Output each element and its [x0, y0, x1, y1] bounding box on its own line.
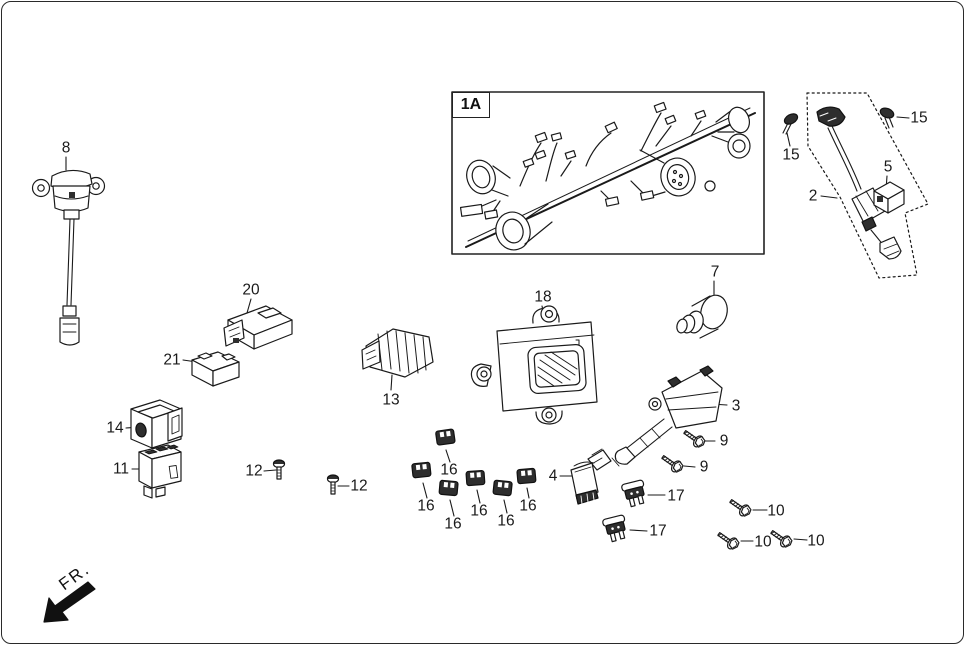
part-label-15: 15 — [910, 109, 928, 127]
part-1A-harness-drawing — [459, 101, 756, 251]
part-11-drawing — [138, 444, 182, 499]
part-7-drawing — [676, 294, 728, 339]
part-16-fuse-4 — [465, 469, 486, 487]
part-label-3: 3 — [731, 397, 741, 415]
part-label-16: 16 — [470, 502, 488, 520]
part-label-15: 15 — [782, 146, 800, 164]
fr-direction-arrow — [43, 581, 96, 623]
part-label-7: 7 — [710, 263, 720, 281]
part-9-bolt-bottom — [658, 451, 686, 476]
part-label-8: 8 — [61, 139, 71, 157]
part-label-13: 13 — [382, 391, 400, 409]
part-18-drawing — [470, 305, 598, 425]
part-10-bolt-right — [767, 526, 795, 551]
kit-dashed-outline — [806, 92, 929, 279]
part-label-5: 5 — [883, 158, 893, 176]
part-4-drawing — [570, 448, 612, 505]
part-label-14: 14 — [106, 419, 124, 437]
part-12-screw-left — [272, 459, 286, 480]
part-label-16: 16 — [440, 461, 458, 479]
part-label-16: 16 — [444, 515, 462, 533]
part-label-16: 16 — [519, 497, 537, 515]
part-label-2: 2 — [808, 187, 818, 205]
part-label-10: 10 — [754, 533, 772, 551]
part-12-screw-right — [326, 474, 340, 495]
part-label-16: 16 — [497, 512, 515, 530]
part-17-fuse-top — [620, 479, 649, 509]
part-label-17: 17 — [667, 487, 685, 505]
part-15-screw-right — [879, 107, 895, 129]
part-15-screw-left — [782, 113, 799, 135]
part-label-20: 20 — [242, 281, 260, 299]
part-16-fuse-5 — [492, 479, 513, 497]
part-label-18: 18 — [534, 288, 552, 306]
part-14-drawing — [130, 399, 183, 449]
part-9-bolt-top — [680, 426, 708, 451]
part-16-fuse-3 — [438, 479, 459, 497]
part-3-drawing — [611, 365, 723, 467]
part-8-drawing — [31, 169, 106, 346]
part-label-9: 9 — [699, 458, 709, 476]
part-label-9: 9 — [719, 432, 729, 450]
part-16-fuse-2 — [411, 461, 432, 479]
part-10-bolt-left — [714, 528, 742, 553]
part-label-11: 11 — [112, 460, 130, 478]
part-label-21: 21 — [163, 351, 181, 369]
part-13-drawing — [361, 328, 434, 378]
part-label-4: 4 — [548, 467, 558, 485]
inset-1a-label: 1A — [452, 92, 490, 118]
part-20-drawing — [223, 305, 293, 350]
part-label-10: 10 — [807, 532, 825, 550]
part-label-12: 12 — [245, 462, 263, 480]
part-17-fuse-bottom — [601, 514, 630, 544]
part-10-bolt-top — [726, 495, 754, 520]
part-16-fuse-1 — [434, 428, 456, 446]
part-label-17: 17 — [649, 522, 667, 540]
part-label-10: 10 — [767, 502, 785, 520]
part-21-drawing — [191, 351, 240, 387]
leader-lines — [65, 116, 910, 542]
part-16-fuse-6 — [516, 467, 537, 485]
part-5-drawing — [873, 181, 905, 214]
part-label-16: 16 — [417, 497, 435, 515]
part-label-12: 12 — [350, 477, 368, 495]
